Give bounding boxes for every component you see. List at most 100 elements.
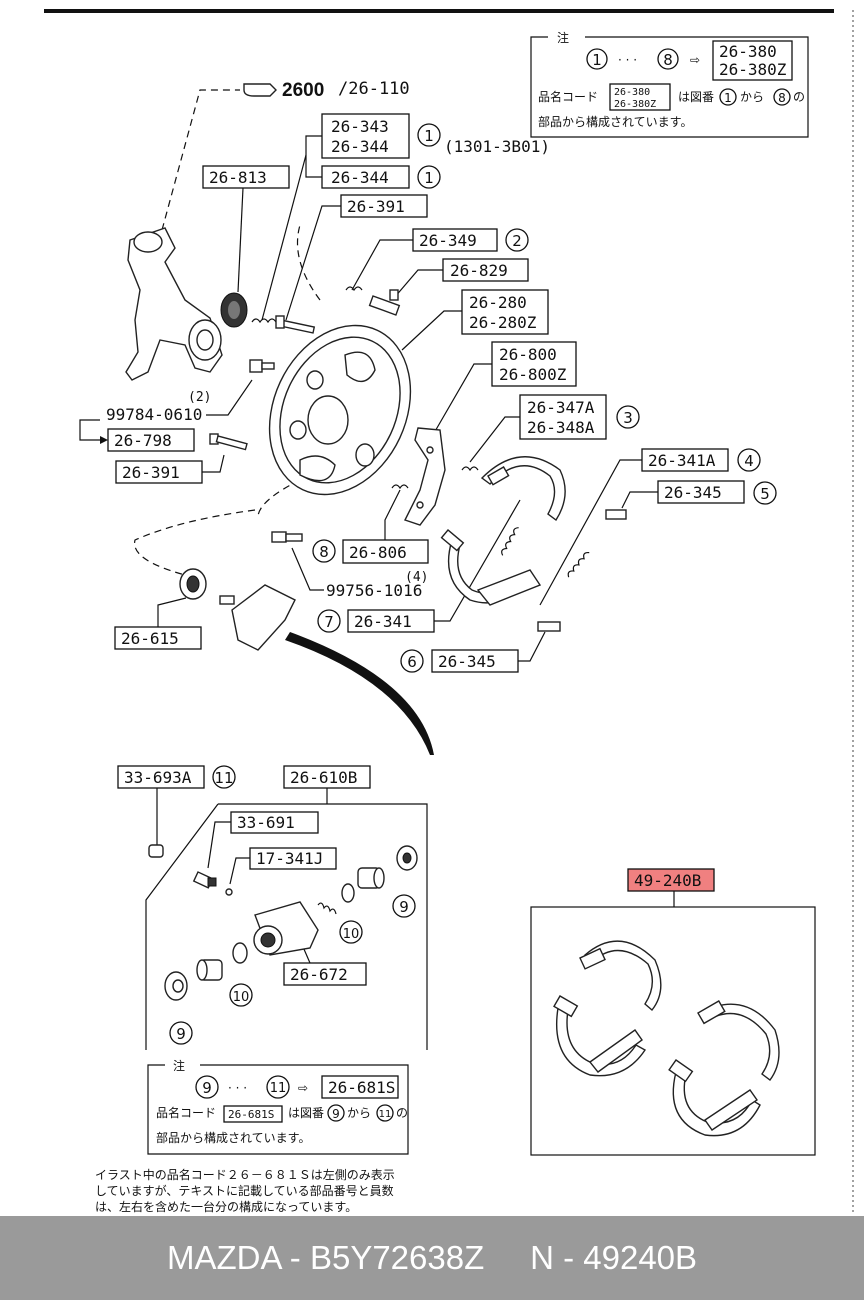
label-26-672: 26-672 xyxy=(290,965,348,984)
callout-1b: 1 xyxy=(424,169,434,187)
callout-6: 6 xyxy=(407,653,417,671)
cup-right xyxy=(341,883,355,903)
wheel-cylinder-small xyxy=(219,584,296,651)
cylinder-body xyxy=(253,901,319,956)
pointing-hand-icon xyxy=(243,83,277,97)
label-26-345b: 26-345 xyxy=(438,652,496,671)
label-99756-1016: 99756-1016 xyxy=(326,581,422,600)
footer-bar: MAZDA - B5Y72638Z N - 49240B xyxy=(0,1216,864,1300)
backing-plate-26-280 xyxy=(268,324,412,496)
label-group-26-343: 26-343 26-344 1 (1301-3B01) 26-344 1 xyxy=(261,113,550,321)
note-bottom-small-end: 11 xyxy=(379,1109,392,1120)
note-bottom-text-prefix: 品名コード xyxy=(156,1105,216,1120)
spring-26-349 xyxy=(345,286,363,292)
note-top-small-start: 1 xyxy=(724,91,732,105)
note-bottom-dots: · · · xyxy=(228,1081,247,1095)
callout-9b: 9 xyxy=(176,1025,186,1043)
note-box-bottom: 注 9 · · · 11 ⇨ 26-681S 品名コード 26-681S は図番… xyxy=(147,1058,409,1155)
cable-dash-upper xyxy=(296,224,321,301)
note-bottom-header: 注 xyxy=(173,1058,185,1073)
callout-5: 5 xyxy=(760,485,770,503)
bleeder-screw xyxy=(192,871,217,889)
ref-2600: 2600 /26-110 xyxy=(161,79,410,231)
footnote-line2: していますが、テキストに記載している部品番号と員数 xyxy=(95,1183,394,1198)
boot-left xyxy=(164,971,188,1001)
note-top-code-a-small: 26-380 xyxy=(614,87,650,98)
note-top-header: 注 xyxy=(557,30,569,45)
spring-26-806 xyxy=(391,484,409,490)
ref-2600-main: 2600 xyxy=(282,80,324,101)
label-26-800: 26-800 xyxy=(499,345,557,364)
label-26-344a: 26-344 xyxy=(331,137,389,156)
kit-shoe-1 xyxy=(579,940,662,1012)
highlight-49-240b xyxy=(627,868,715,892)
label-49-240b: 49-240B xyxy=(634,871,701,890)
note-top-code-a: 26-380 xyxy=(719,42,777,61)
note-top-range-start: 1 xyxy=(592,51,602,69)
kit-shoe-4 xyxy=(668,1059,761,1137)
label-33-691: 33-691 xyxy=(237,813,295,832)
note-bottom-arrow: ⇨ xyxy=(298,1081,308,1095)
note-top-text-mid: は図番 xyxy=(678,90,714,104)
note-bottom-text-no: の xyxy=(396,1106,408,1120)
label-26-813: 26-813 xyxy=(209,168,267,187)
note-bottom-small-start: 9 xyxy=(332,1107,340,1121)
cup-left xyxy=(232,942,248,964)
note-bottom-text-kara: から xyxy=(347,1106,371,1120)
label-99784-0610: 99784-0610 xyxy=(106,405,202,424)
label-26-280z: 26-280Z xyxy=(469,313,537,332)
label-26-280: 26-280 xyxy=(469,293,527,312)
callout-11: 11 xyxy=(214,769,233,787)
footnote-line1: イラスト中の品名コード２６－６８１Ｓは左側のみ表示 xyxy=(95,1167,395,1182)
callout-10b: 10 xyxy=(233,990,250,1005)
grommet-26-813 xyxy=(220,292,248,328)
label-26-610b: 26-610B xyxy=(290,768,357,787)
callout-10a: 10 xyxy=(343,927,360,942)
bleeder-cap xyxy=(148,844,164,858)
label-26-341: 26-341 xyxy=(354,612,412,631)
label-26-344b: 26-344 xyxy=(331,168,389,187)
bolt-99784 xyxy=(249,359,275,373)
note-top-text-kara: から xyxy=(740,90,764,104)
clip-26-829 xyxy=(368,289,401,316)
label-26-347a: 26-347A xyxy=(527,398,595,417)
label-26-341a: 26-341A xyxy=(648,451,716,470)
ref-2600-sub: /26-110 xyxy=(338,79,410,99)
note-top-range-end: 8 xyxy=(663,51,673,69)
kit-shoe-3 xyxy=(697,1000,780,1081)
bolt-26-798 xyxy=(209,433,248,451)
note-top-code-b-small: 26-380Z xyxy=(614,99,656,110)
callout-2: 2 xyxy=(512,232,522,250)
label-26-829: 26-829 xyxy=(450,261,508,280)
note-top-line2: 部品から構成されています。 xyxy=(538,114,692,129)
note-box-top: 注 1 · · · 8 ⇨ 26-380 26-380Z 品名コード 26-38… xyxy=(530,30,809,138)
spring-26-347a xyxy=(461,466,479,472)
label-26-343: 26-343 xyxy=(331,117,389,136)
brake-shoe-upper xyxy=(480,456,566,522)
label-26-345a: 26-345 xyxy=(664,483,722,502)
footer-part-numbers: MAZDA - B5Y72638Z N - 49240B xyxy=(166,1239,698,1276)
grommet-26-615 xyxy=(179,568,207,600)
label-26-349: 26-349 xyxy=(419,231,477,250)
ball xyxy=(225,888,233,896)
footnote-line3: は、左右を含めた一台分の構成になっています。 xyxy=(95,1199,357,1214)
note-bottom-line2: 部品から構成されています。 xyxy=(156,1130,310,1145)
callout-8: 8 xyxy=(319,543,329,561)
knuckle-illustration xyxy=(125,227,223,381)
lever-26-800 xyxy=(404,427,446,526)
brake-shoe-lower xyxy=(440,529,542,606)
label-26-806: 26-806 xyxy=(349,543,407,562)
callout-7: 7 xyxy=(324,613,334,631)
label-26-391b: 26-391 xyxy=(122,463,180,482)
note-bottom-text-mid: は図番 xyxy=(288,1106,324,1120)
spring-upper-right xyxy=(501,527,519,556)
cable-dash-left xyxy=(134,509,256,576)
note-top-text-no: の xyxy=(793,90,805,104)
bolt-99756 xyxy=(271,531,303,543)
spring-lower-right xyxy=(567,551,590,578)
bolt-26-391 xyxy=(275,315,316,334)
note-bottom-range-end: 11 xyxy=(270,1081,287,1096)
label-26-348a: 26-348A xyxy=(527,418,595,437)
piston-left xyxy=(196,959,223,981)
